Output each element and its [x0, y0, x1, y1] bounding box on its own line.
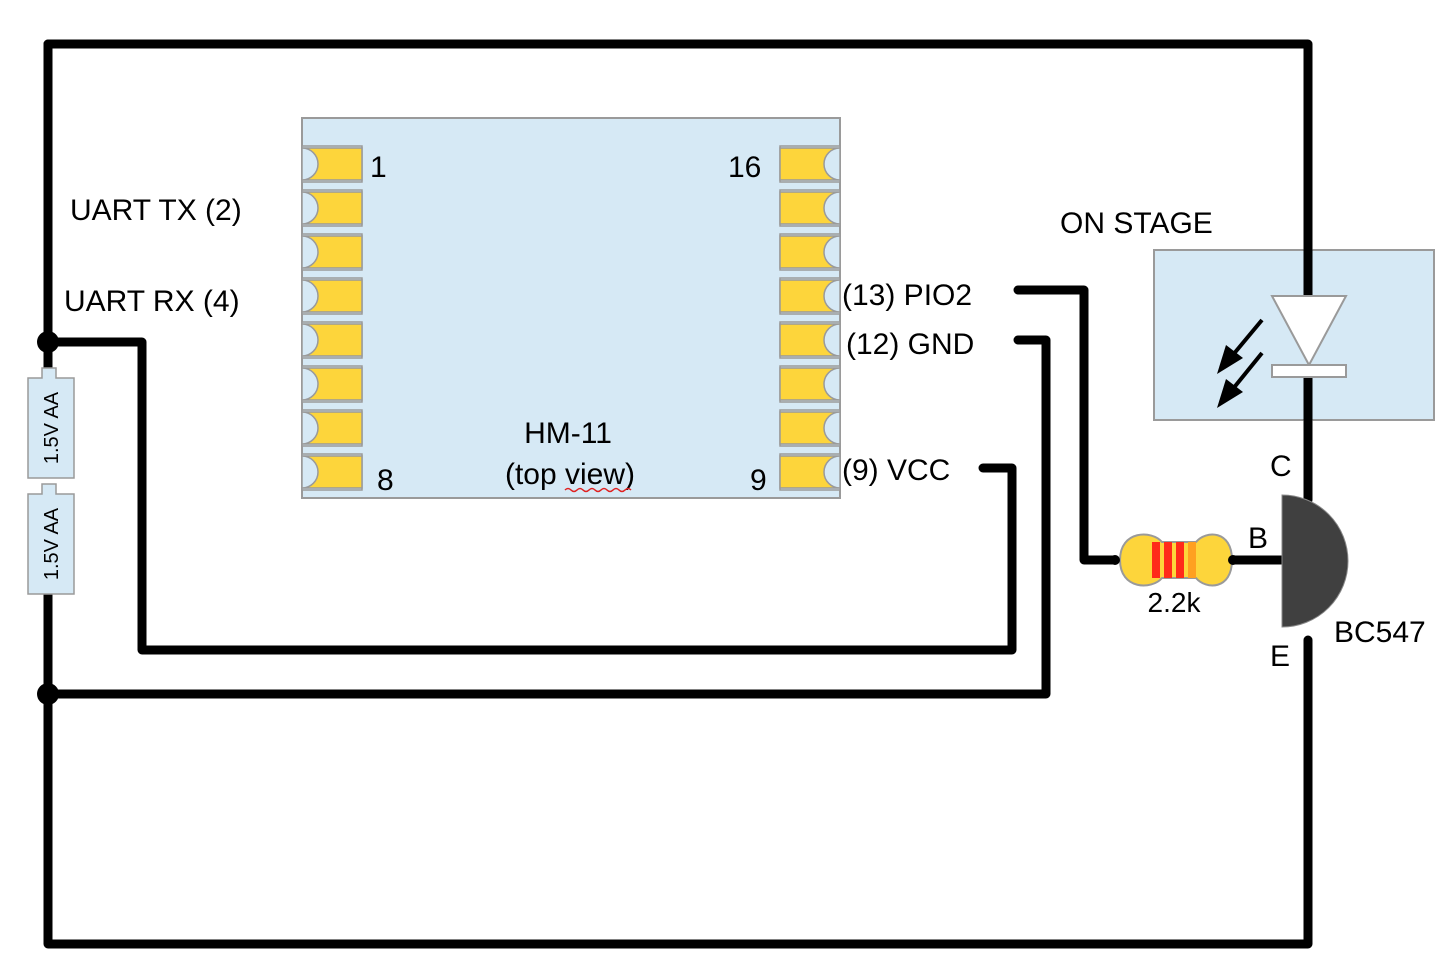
pad-right-14: [779, 235, 841, 269]
resistor-band-1: [1152, 542, 1160, 578]
pad-right-11: [779, 367, 841, 401]
pad-left-7: [301, 411, 363, 445]
hm11-module: 1 8 16 9 HM-11 (top view): [301, 117, 841, 499]
left-pads: [301, 145, 363, 491]
emitter-label: E: [1270, 640, 1290, 673]
wire-gnd: [43, 335, 1051, 699]
label-uart-rx: UART RX (4): [64, 285, 240, 318]
resistor-band-2: [1164, 542, 1172, 578]
pad-right-9: [779, 455, 841, 489]
pad-right-12: [779, 323, 841, 357]
pad-left-2: [301, 191, 363, 225]
diode-bar-icon: [1271, 364, 1347, 378]
spellcheck-squiggle: [564, 487, 632, 493]
junction-bottom: [37, 683, 59, 705]
led-stage: ON STAGE: [1060, 207, 1435, 425]
label-uart-tx: UART TX (2): [70, 194, 242, 227]
module-name: HM-11: [524, 417, 612, 450]
resistor-value: 2.2k: [1148, 587, 1202, 618]
pad-left-4: [301, 279, 363, 313]
pad-left-1: [301, 147, 363, 181]
resistor-bands: [1152, 542, 1196, 578]
pad-right-10: [779, 411, 841, 445]
battery-label: 1.5V AA: [41, 507, 63, 580]
label-pio2: (13) PIO2: [842, 279, 972, 312]
pin-9-number: 9: [750, 464, 767, 497]
pin-16-number: 16: [728, 151, 761, 184]
diode-triangle-icon: [1270, 295, 1348, 368]
base-label: B: [1248, 522, 1268, 555]
pad-left-5: [301, 323, 363, 357]
pad-right-16: [779, 147, 841, 181]
battery-2: 1.5V AA: [27, 483, 75, 595]
resistor-band-3: [1176, 542, 1184, 578]
wire-left-rail-lower: [43, 585, 1313, 949]
pin-1-number: 1: [370, 151, 387, 184]
module-body: [301, 117, 841, 499]
junction-top: [37, 331, 59, 353]
led-label: ON STAGE: [1060, 207, 1213, 240]
pad-left-6: [301, 367, 363, 401]
pad-left-8: [301, 455, 363, 489]
wire-vcc: [43, 337, 1017, 655]
pin-8-number: 8: [377, 464, 394, 497]
resistor: 2.2k: [1110, 533, 1238, 618]
resistor-band-4: [1188, 542, 1196, 578]
collector-label: C: [1270, 450, 1292, 483]
module-subtitle: (top view): [505, 458, 635, 491]
right-pads: [779, 145, 841, 491]
pad-right-13: [779, 279, 841, 313]
wires: [37, 39, 1313, 949]
transistor-body: [1281, 494, 1349, 628]
wire-top-loop: [43, 39, 1313, 303]
transistor-name: BC547: [1334, 616, 1426, 649]
light-arrows-icon: [1217, 318, 1264, 408]
battery-label: 1.5V AA: [41, 391, 63, 464]
transistor: C B E BC547: [1248, 450, 1426, 673]
wire-pio2: [1013, 285, 1120, 565]
pad-right-15: [779, 191, 841, 225]
battery-pack: 1.5V AA 1.5V AA: [27, 367, 75, 595]
label-vcc: (9) VCC: [842, 454, 950, 487]
label-gnd: (12) GND: [846, 328, 974, 361]
pad-left-3: [301, 235, 363, 269]
battery-1: 1.5V AA: [27, 367, 75, 479]
